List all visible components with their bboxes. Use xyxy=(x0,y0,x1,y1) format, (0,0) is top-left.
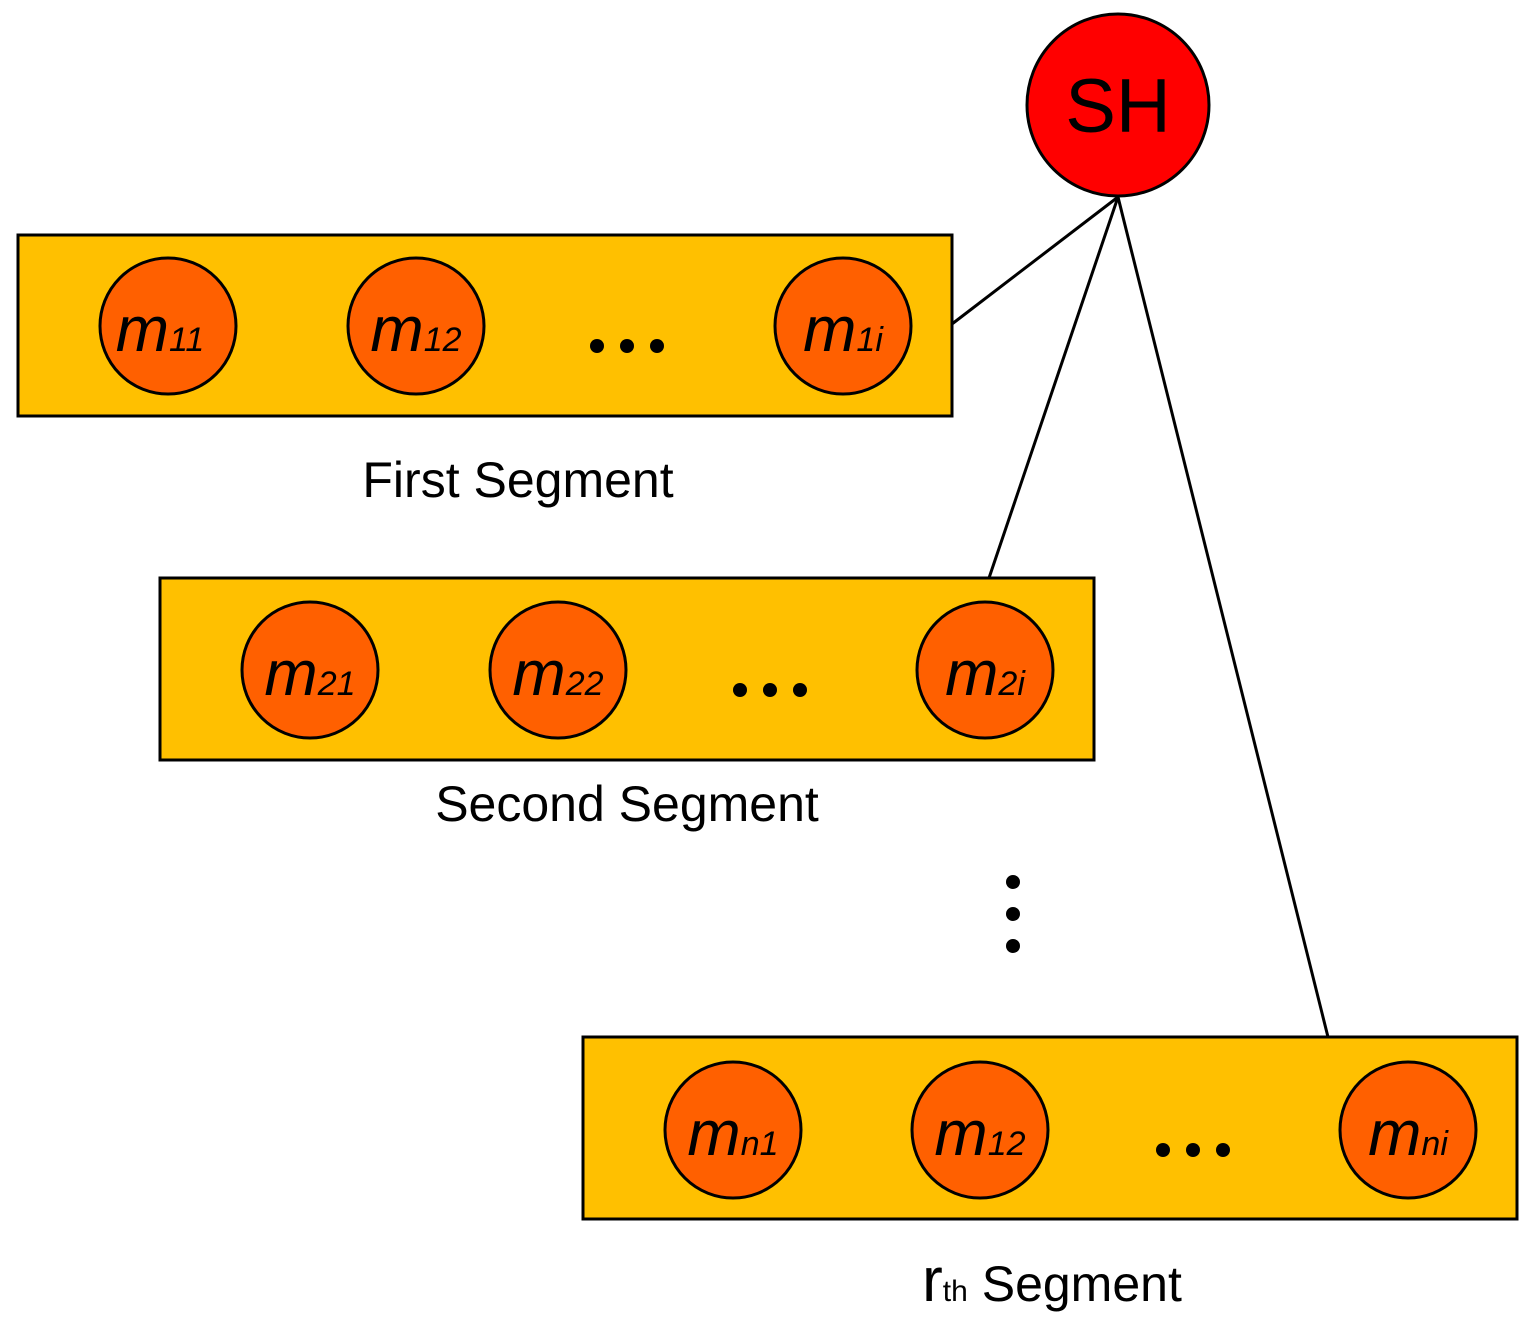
node-m1i-sub: 1i xyxy=(856,321,884,359)
svg-text:mn1: mn1 xyxy=(687,1097,778,1169)
node-m2i-base: m xyxy=(945,637,998,709)
node-m12-sub: 12 xyxy=(424,321,462,359)
first-segment: m11 m12 m1i First Segment xyxy=(16,233,954,508)
svg-text:m11: m11 xyxy=(116,293,205,365)
node-m22: m22 xyxy=(488,600,628,740)
node-m22-base: m xyxy=(512,637,565,709)
node-mni: mni xyxy=(1338,1060,1478,1200)
segment-head-node: SH xyxy=(1025,12,1211,198)
node-m11: m11 xyxy=(98,256,238,396)
ellipsis-horizontal-1 xyxy=(590,339,664,353)
node-mn1: mn1 xyxy=(663,1060,803,1200)
node-mni-sub: ni xyxy=(1421,1125,1449,1163)
ellipsis-vertical xyxy=(1006,875,1020,953)
first-segment-caption: First Segment xyxy=(362,452,673,508)
svg-text:m12: m12 xyxy=(934,1097,1025,1169)
svg-text:m2i: m2i xyxy=(945,637,1026,709)
rth-segment: mn1 m12 mni rth Segment xyxy=(581,1035,1519,1315)
second-segment-caption: Second Segment xyxy=(435,776,819,832)
svg-text:m22: m22 xyxy=(512,637,603,709)
rth-caption-rest: Segment xyxy=(968,1256,1182,1312)
segment-head-label: SH xyxy=(1065,64,1171,149)
node-m12: m12 xyxy=(346,256,486,396)
link-sh-segment-1 xyxy=(951,195,1119,326)
node-m2i: m2i xyxy=(915,600,1055,740)
rth-segment-caption: rth Segment xyxy=(922,1246,1182,1315)
node-mn1-sub: n1 xyxy=(741,1125,779,1163)
node-mni-base: m xyxy=(1368,1097,1421,1169)
node-mn1-base: m xyxy=(687,1097,740,1169)
ellipsis-horizontal-3 xyxy=(1156,1143,1230,1157)
rth-caption-r: r xyxy=(922,1246,943,1315)
node-m2i-sub: 2i xyxy=(997,665,1026,703)
node-m1i-base: m xyxy=(803,293,856,365)
node-m12-base: m xyxy=(370,293,423,365)
node-m22-sub: 22 xyxy=(565,665,604,703)
rth-caption-th: th xyxy=(943,1275,968,1308)
node-m1i: m1i xyxy=(773,256,913,396)
node-m12-r-base: m xyxy=(934,1097,987,1169)
node-m21-base: m xyxy=(264,637,317,709)
ellipsis-horizontal-2 xyxy=(733,683,807,697)
svg-text:mni: mni xyxy=(1368,1097,1449,1169)
link-sh-segment-r xyxy=(1116,196,1330,1038)
second-segment: m21 m22 m2i Second Segment xyxy=(158,576,1096,832)
node-m12-r-sub: 12 xyxy=(988,1125,1026,1163)
node-m11-base: m xyxy=(116,293,169,365)
node-m11-sub: 11 xyxy=(169,321,204,359)
node-m12-r: m12 xyxy=(910,1060,1050,1200)
link-sh-segment-2 xyxy=(987,196,1120,579)
svg-text:m12: m12 xyxy=(370,293,461,365)
svg-text:m1i: m1i xyxy=(803,293,884,365)
svg-text:m21: m21 xyxy=(264,637,355,709)
node-m21-sub: 21 xyxy=(317,665,356,703)
node-m21: m21 xyxy=(240,600,380,740)
